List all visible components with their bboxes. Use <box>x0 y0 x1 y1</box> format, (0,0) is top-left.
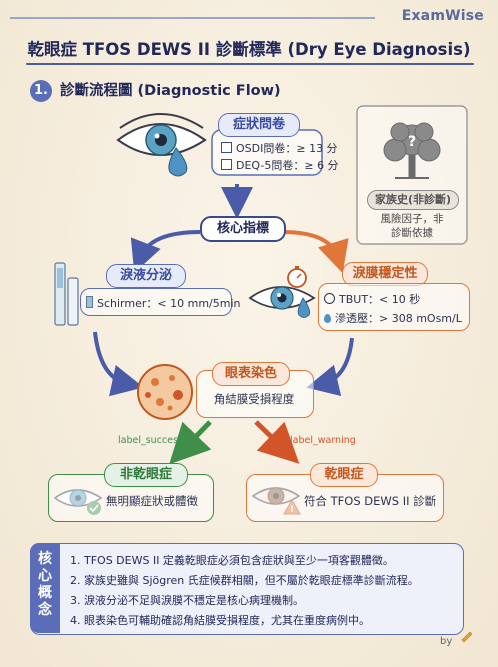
family-history-note: 風險因子，非 診斷依據 <box>380 213 444 239</box>
section-number-badge: 1. <box>30 80 52 102</box>
core-concept-item: 3. 淚液分泌不足與淚膜不穩定是核心病理機制。 <box>70 594 304 607</box>
deq5-criterion: DEQ-5問卷：≥ 6 分 <box>221 157 339 173</box>
tear-drop-icon <box>168 147 188 177</box>
drop-icon <box>324 314 331 323</box>
checkbox-icon <box>221 159 232 170</box>
warning-label: label_warning <box>290 435 356 446</box>
ocular-staining-title: 眼表染色 <box>212 362 290 386</box>
tbut-criterion: TBUT：< 10 秒 <box>324 291 420 307</box>
checkbox-icon <box>221 142 232 153</box>
section-title: 診斷流程圖 (Diagnostic Flow) <box>60 83 281 99</box>
dry-eye-desc: 符合 TFOS DEWS II 診斷 <box>304 494 437 508</box>
not-dry-eye-title: 非乾眼症 <box>104 463 188 487</box>
schirmer-criterion: Schirmer：< 10 mm/5min <box>86 295 240 311</box>
footer-credit: by <box>440 636 453 647</box>
stained-cornea-icon <box>137 364 193 420</box>
ocular-staining-subtitle: 角結膜受損程度 <box>213 392 295 406</box>
success-label: label_success <box>118 435 183 446</box>
tear-drop-icon-small <box>297 297 311 318</box>
tear-film-eye-icon <box>248 286 316 310</box>
stopwatch-icon <box>287 266 307 288</box>
schirmer-strip-icon <box>54 262 79 326</box>
tear-secretion-card <box>80 288 232 316</box>
svg-text:?: ? <box>408 134 416 150</box>
timer-icon <box>324 293 335 304</box>
family-history-title: 家族史(非診斷) <box>367 190 459 210</box>
symptom-questionnaire-title: 症狀問卷 <box>218 113 300 137</box>
dry-eye-title: 乾眼症 <box>310 463 378 487</box>
title-underline <box>26 63 474 65</box>
core-concept-item: 1. TFOS DEWS II 定義乾眼症必須包含症狀與至少一項客觀體徵。 <box>70 554 394 567</box>
eye-icon <box>116 113 207 156</box>
strip-icon <box>86 296 93 308</box>
pencil-icon <box>461 631 473 643</box>
tear-film-stability-title: 淚膜穩定性 <box>342 262 428 286</box>
core-concept-item: 4. 眼表染色可輔助確認角結膜受損程度，尤其在重度病例中。 <box>70 614 370 627</box>
core-indicators-node: 核心指標 <box>200 216 286 242</box>
page-title: 乾眼症 TFOS DEWS II 診斷標準 (Dry Eye Diagnosis… <box>27 40 471 59</box>
tear-film-card <box>318 283 470 331</box>
brand-logo: ExamWise <box>401 8 484 24</box>
family-tree-icon <box>383 122 441 179</box>
core-concept-item: 2. 家族史雖與 Sjögren 氏症候群相關，但不屬於乾眼症標準診斷流程。 <box>70 574 419 587</box>
not-dry-eye-desc: 無明顯症狀或體徵 <box>106 494 198 508</box>
tear-secretion-title: 淚液分泌 <box>106 264 186 288</box>
osmolarity-criterion: 滲透壓：> 308 mOsm/L <box>324 310 462 326</box>
osdi-criterion: OSDI問卷：≥ 13 分 <box>221 140 338 156</box>
header-rule <box>10 17 375 19</box>
core-concepts-label: 核 心 概 念 <box>30 543 60 633</box>
